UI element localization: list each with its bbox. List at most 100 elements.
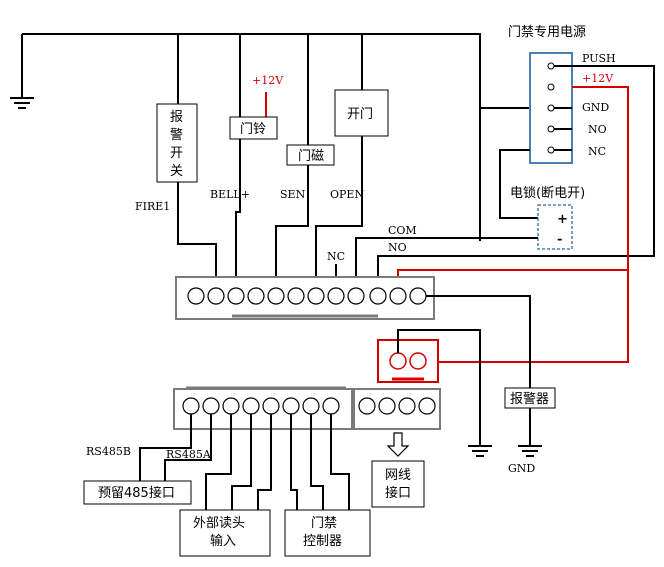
alarm-label: 报警器 — [510, 391, 549, 407]
network-port-line-1: 网线 — [385, 468, 411, 483]
open-button-label: 开门 — [347, 107, 373, 122]
lock-label: 电锁(断电开) — [510, 185, 585, 201]
label-rs485a: RS485A — [166, 448, 212, 461]
lower-terminal-1 — [182, 397, 200, 415]
controller-wire-3 — [330, 414, 350, 510]
alarm-switch-char-4: 关 — [170, 164, 183, 179]
push-wire — [377, 65, 655, 278]
network-port-box — [371, 460, 425, 508]
gnd-symbol-connector — [468, 445, 492, 457]
alarm-switch-box — [156, 103, 198, 183]
label-open: OPEN — [330, 188, 364, 201]
psu-pin-gnd — [547, 104, 555, 112]
lower-terminal-block — [173, 386, 353, 430]
rs485b-wire — [139, 414, 192, 481]
access-controller: 门禁 控制器 — [284, 509, 371, 557]
controller-wire-1 — [290, 414, 298, 510]
main-terminal-5 — [267, 287, 285, 305]
reader-input-box — [179, 509, 271, 557]
network-terminal-block — [353, 388, 441, 430]
power-connector-pin-2 — [409, 352, 427, 370]
network-terminal-2 — [378, 397, 396, 415]
controller-line-1: 门禁 — [311, 516, 337, 531]
psu-label-gnd: GND — [582, 101, 609, 114]
label-com: COM — [388, 224, 417, 237]
lock-box — [537, 204, 573, 250]
lower-terminal-5 — [262, 397, 280, 415]
network-terminal-1 — [358, 397, 376, 415]
reader-wire-2 — [231, 414, 252, 510]
main-terminal-8 — [327, 287, 345, 305]
connector-gnd-wire — [397, 329, 481, 446]
main-terminal-10 — [369, 287, 387, 305]
lock-plus: + — [557, 212, 568, 227]
main-terminal-1 — [187, 287, 205, 305]
label-fire1: FIRE1 — [135, 200, 170, 213]
bell-voltage: +12V — [252, 74, 284, 87]
lower-terminal-7 — [302, 397, 320, 415]
power-supply: 门禁专用电源 PUSH +12V GND NO NC — [508, 25, 616, 164]
label-no: NO — [388, 241, 407, 254]
down-arrow-icon — [386, 432, 410, 457]
lower-terminal-4 — [242, 397, 260, 415]
controller-line-2: 控制器 — [303, 534, 342, 549]
power-connector-box — [377, 339, 439, 383]
lower-terminal-3 — [222, 397, 240, 415]
power-supply-title: 门禁专用电源 — [508, 25, 586, 40]
alarm-switch-char-3: 开 — [170, 146, 183, 161]
label-sen: SEN — [280, 188, 306, 201]
electric-lock: 电锁(断电开) + - — [510, 185, 585, 250]
main-terminal-6 — [287, 287, 305, 305]
rs485-port: 预留485接口 — [83, 480, 192, 505]
network-port-line-2: 接口 — [385, 485, 411, 501]
psu-label-no: NO — [588, 123, 607, 136]
reader-input-line-2: 输入 — [210, 533, 236, 549]
door-bell: +12V 门铃 — [229, 74, 284, 140]
door-sensor: 门磁 — [286, 144, 335, 166]
psu-label-nc: NC — [588, 145, 606, 158]
alarm-switch-char-1: 报 — [170, 110, 183, 125]
rs485-port-box — [83, 480, 192, 505]
open-wire — [315, 136, 363, 288]
network-terminal-3 — [398, 397, 416, 415]
reader-input-line-1: 外部读头 — [193, 516, 245, 531]
power-wire-12v-lower — [434, 270, 629, 363]
alarm-switch: 报 警 开 关 — [156, 103, 198, 183]
power-connector — [377, 339, 439, 383]
main-terminal-7 — [307, 287, 325, 305]
bell-box — [229, 116, 278, 140]
rs485a-wire — [164, 414, 212, 481]
main-terminal-4 — [247, 287, 265, 305]
network-port: 网线 接口 — [371, 460, 425, 508]
reader-wire-3 — [257, 414, 272, 510]
alarm-switch-char-2: 警 — [170, 127, 183, 143]
fire-wire — [177, 182, 217, 288]
ground-bus — [10, 33, 530, 145]
bell-wire — [235, 139, 241, 288]
label-nc: NC — [327, 250, 345, 263]
open-button: 开门 — [334, 89, 389, 137]
nc-lock-wire — [499, 149, 538, 219]
bell-label: 门铃 — [240, 122, 266, 137]
sensor-label: 门磁 — [298, 149, 324, 164]
main-terminal-11 — [389, 287, 407, 305]
alarm: 报警器 — [504, 387, 556, 409]
com-wire — [355, 237, 538, 278]
main-terminal-9 — [347, 287, 365, 305]
sen-wire — [275, 165, 309, 288]
main-terminal-2 — [207, 287, 225, 305]
lower-terminal-8 — [322, 397, 340, 415]
gnd-symbol-alarm — [518, 408, 542, 457]
controller-box — [284, 509, 371, 557]
psu-label-12v: +12V — [582, 72, 614, 85]
lower-terminal-2 — [202, 397, 220, 415]
main-terminal-12 — [409, 287, 427, 305]
psu-label-push: PUSH — [582, 52, 616, 65]
label-bell: BELL+ — [210, 188, 250, 201]
psu-pin-no — [547, 125, 555, 133]
network-terminal-4 — [418, 397, 436, 415]
sensor-box — [286, 144, 335, 166]
lower-terminal-6 — [282, 397, 300, 415]
psu-pin-nc — [547, 146, 555, 154]
